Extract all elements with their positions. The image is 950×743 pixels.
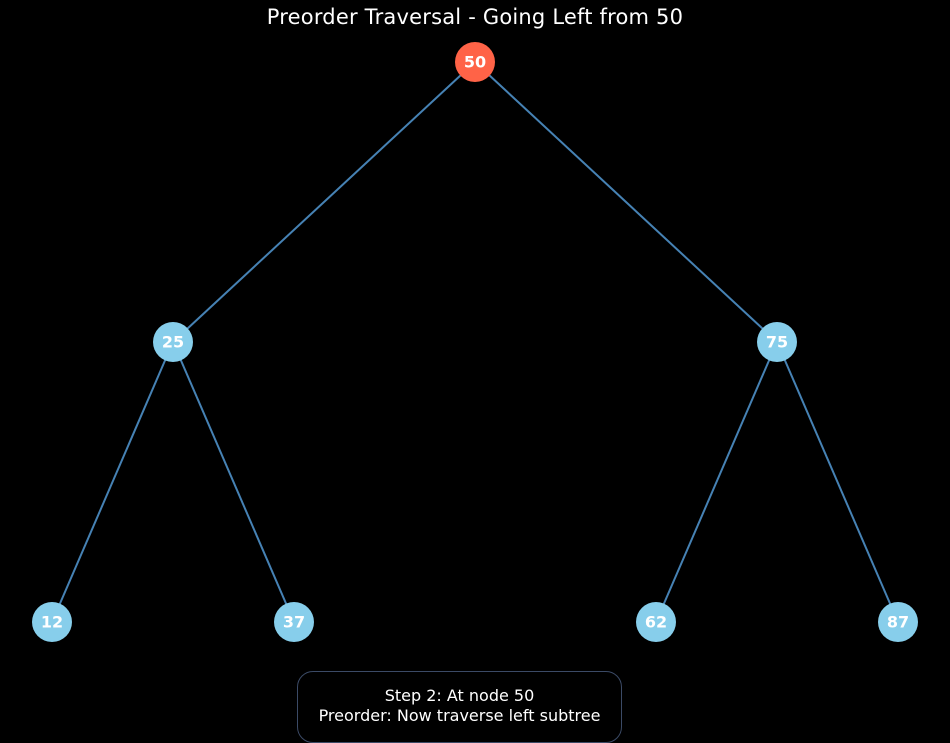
status-step: Step 2: At node 50: [384, 686, 535, 705]
tree-node-62: 62: [636, 602, 676, 642]
node-circle-62: [636, 602, 676, 642]
tree-node-12: 12: [32, 602, 72, 642]
node-label-75: 75: [766, 333, 788, 352]
node-circle-87: [878, 602, 918, 642]
node-circle-37: [274, 602, 314, 642]
tree-node-75: 75: [757, 322, 797, 362]
edge-50-75: [474, 61, 778, 343]
node-circle-50: [455, 42, 495, 82]
edge-25-12: [51, 341, 174, 623]
node-label-37: 37: [283, 613, 305, 632]
node-label-50: 50: [464, 53, 486, 72]
node-label-25: 25: [162, 333, 184, 352]
edge-75-62: [655, 341, 778, 623]
node-circle-12: [32, 602, 72, 642]
node-label-12: 12: [41, 613, 63, 632]
diagram-title: Preorder Traversal - Going Left from 50: [266, 5, 684, 29]
status-box: Step 2: At node 50 Preorder: Now travers…: [297, 671, 622, 743]
node-circle-75: [757, 322, 797, 362]
edge-75-87: [776, 341, 899, 623]
edge-25-37: [172, 341, 295, 623]
status-description: Preorder: Now traverse left subtree: [318, 706, 601, 725]
node-circle-25: [153, 322, 193, 362]
tree-node-37: 37: [274, 602, 314, 642]
tree-node-25: 25: [153, 322, 193, 362]
edge-50-25: [172, 61, 476, 343]
node-label-87: 87: [887, 613, 909, 632]
tree-node-50: 50: [455, 42, 495, 82]
nodes-layer: 50 25 75 12 37 62 87: [32, 42, 918, 642]
edges-layer: [51, 61, 899, 623]
node-label-62: 62: [645, 613, 667, 632]
tree-node-87: 87: [878, 602, 918, 642]
